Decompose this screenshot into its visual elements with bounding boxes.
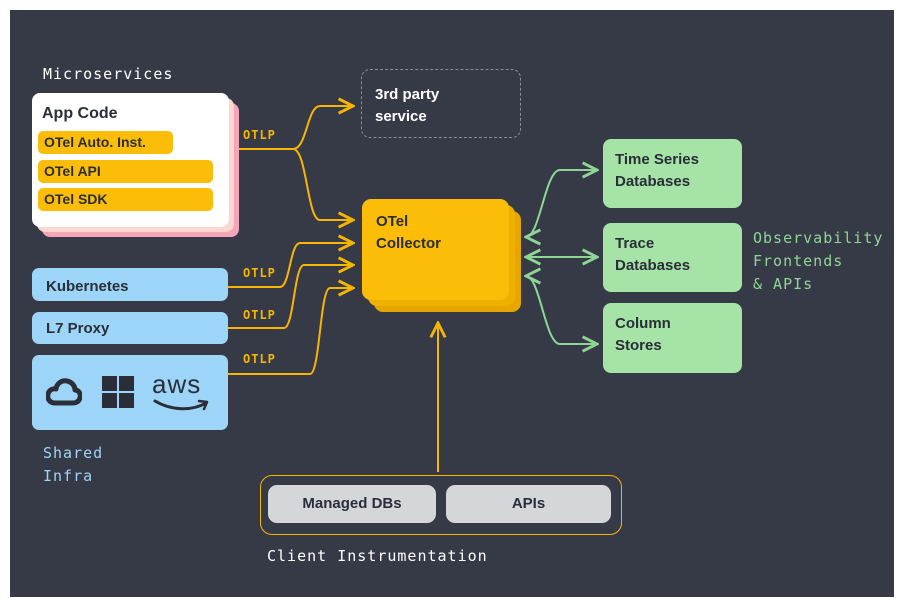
- app-code-title: App Code: [42, 105, 118, 122]
- kubernetes-label: Kubernetes: [46, 278, 129, 295]
- client-instrumentation-container: [260, 475, 622, 535]
- arrow-kubernetes-to-collector: [228, 243, 353, 288]
- app-code-box: App Code OTel Auto. Inst. OTel API OTel …: [32, 93, 229, 227]
- arrow-collector-timeseries: [526, 170, 597, 237]
- otel-sdk-pill: OTel SDK: [38, 188, 213, 211]
- kubernetes-box: Kubernetes: [32, 268, 228, 301]
- otlp-label-l7: OTLP: [243, 308, 276, 322]
- otel-api-pill: OTel API: [38, 160, 213, 183]
- connector-lines: [222, 10, 894, 472]
- arrow-collector-column: [526, 276, 597, 344]
- otlp-label-app: OTLP: [243, 128, 276, 142]
- observability-frontends-label: Observability Frontends & APIs: [753, 229, 884, 293]
- trace-databases-box: Trace Databases: [603, 223, 742, 292]
- arrow-infra-to-collector: [228, 288, 353, 375]
- client-instrumentation-label: Client Instrumentation: [267, 547, 488, 565]
- column-stores-box: Column Stores: [603, 303, 742, 373]
- arrow-app-to-collector: [292, 148, 353, 220]
- time-series-databases-box: Time Series Databases: [603, 139, 742, 208]
- third-party-service-box: 3rd party service: [361, 69, 521, 138]
- cloud-icon: [46, 378, 82, 406]
- managed-dbs-box: Managed DBs: [268, 485, 436, 523]
- diagram-canvas: Microservices App Code OTel Auto. Inst. …: [10, 10, 894, 597]
- windows-icon: [102, 376, 134, 408]
- l7-proxy-box: L7 Proxy: [32, 312, 228, 344]
- otel-collector-box: OTel Collector: [362, 199, 509, 300]
- otlp-label-kubernetes: OTLP: [243, 266, 276, 280]
- arrow-to-third-party: [292, 106, 353, 150]
- shared-infra-label: Shared Infra: [43, 444, 104, 485]
- otel-auto-inst-pill: OTel Auto. Inst.: [38, 131, 173, 154]
- aws-logo: aws: [150, 367, 214, 417]
- microservices-label: Microservices: [43, 65, 174, 83]
- shared-infra-box: aws: [32, 355, 228, 430]
- l7-proxy-label: L7 Proxy: [46, 320, 110, 337]
- otlp-label-infra: OTLP: [243, 352, 276, 366]
- apis-box: APIs: [446, 485, 611, 523]
- aws-smile-icon: [153, 399, 209, 411]
- arrow-l7-to-collector: [228, 265, 353, 329]
